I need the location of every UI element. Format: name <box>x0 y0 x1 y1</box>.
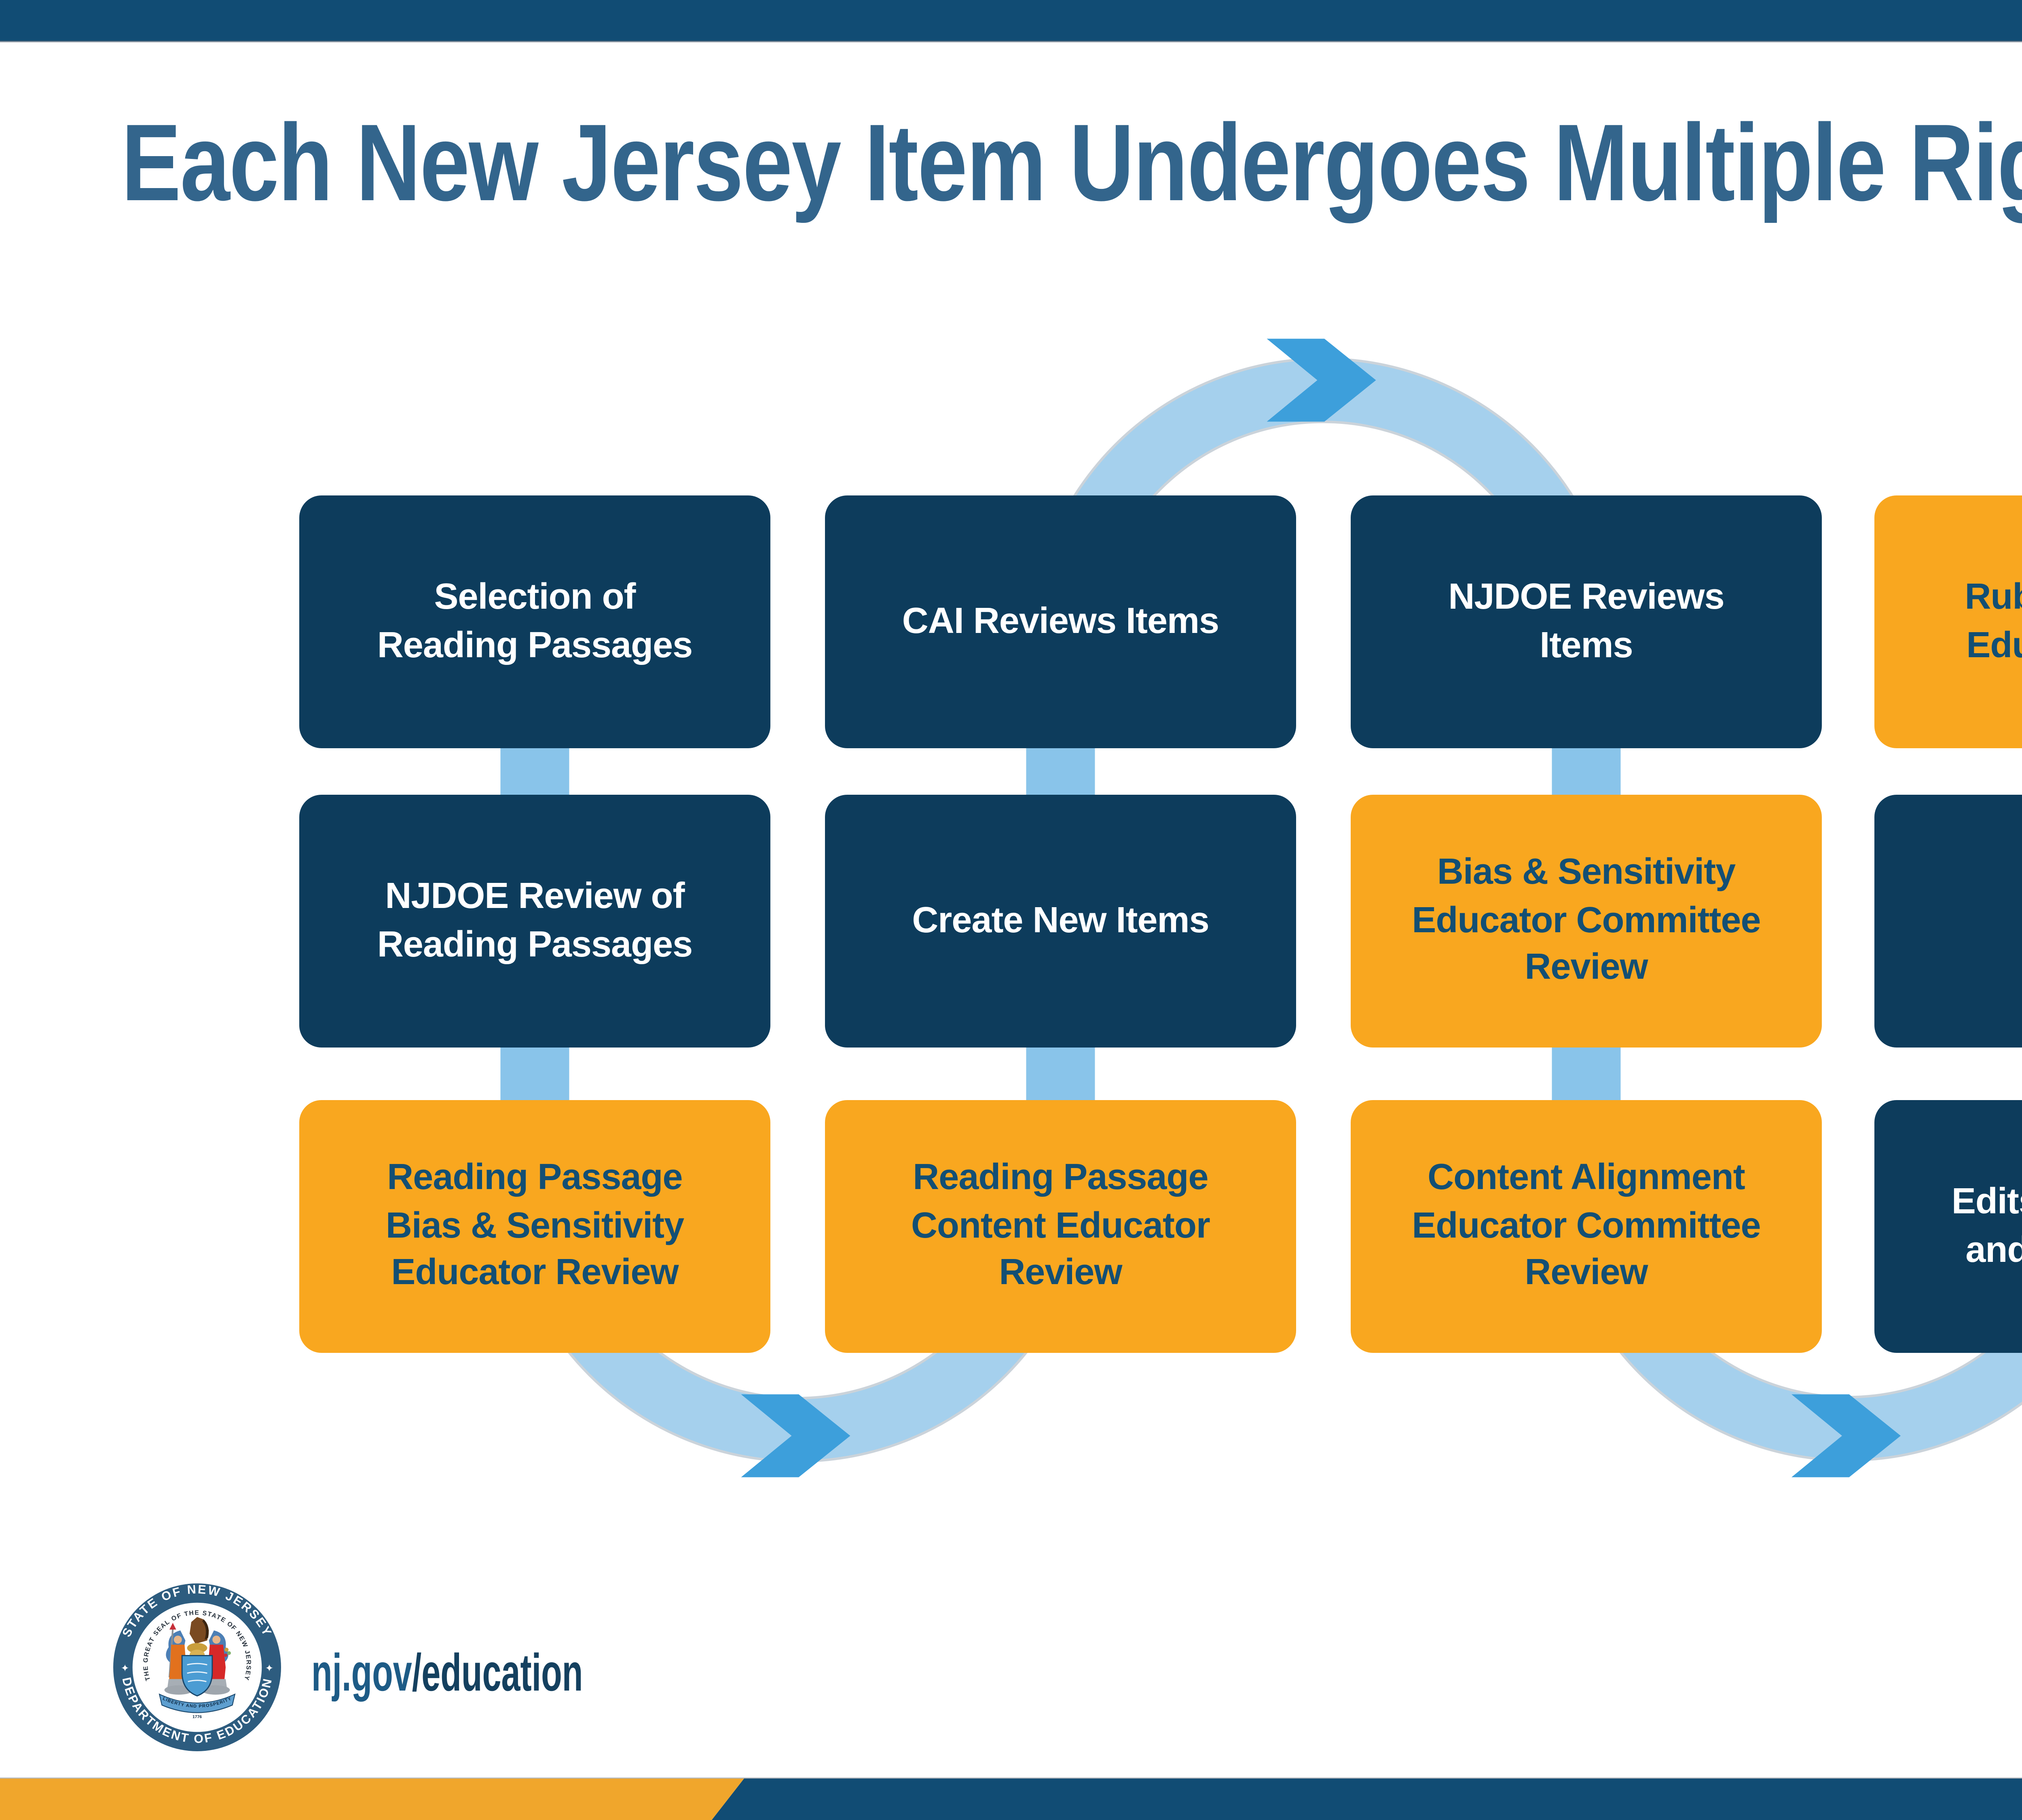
top-bar-navy-segment <box>0 0 2022 42</box>
flow-box-content-alignment-educator-committee-review: Content Alignment Educator Committee Rev… <box>1351 1100 1822 1353</box>
right-chevron-icon <box>1267 339 1376 422</box>
seal-plow-marks <box>187 1663 207 1682</box>
footer-site-url: nj.gov/education <box>311 1642 583 1703</box>
seal-shield-icon <box>181 1655 213 1697</box>
seal-liberty-cap-icon <box>169 1623 176 1630</box>
flow-connector <box>500 1045 569 1110</box>
seal-ceres-head <box>212 1636 221 1644</box>
flow-connector <box>500 740 569 805</box>
seal-star-icon: ✦ <box>265 1663 274 1674</box>
bottom-bar-navy-segment <box>712 1778 2022 1820</box>
njdoe-seal-logo: STATE OF NEW JERSEY DEPARTMENT OF EDUCAT… <box>113 1583 281 1751</box>
top-bar-hairline <box>0 40 2022 42</box>
seal-banner-year: 1776 <box>192 1715 202 1719</box>
flow-box-selection-of-reading-passages: Selection of Reading Passages <box>299 495 770 748</box>
flow-box-reading-passage-content-educator-review: Reading Passage Content Educator Review <box>825 1100 1296 1353</box>
seal-banner-ribbon <box>159 1693 236 1713</box>
page-title: Each New Jersey Item Undergoes Multiple … <box>121 103 2022 224</box>
flow-connector <box>1552 1045 1621 1110</box>
seal-liberty-head <box>173 1636 182 1644</box>
bottom-bar-amber-segment <box>0 1778 744 1820</box>
seal-coat-of-arms: LIBERTY AND PROSPERITY 1776 <box>159 1617 236 1719</box>
seal-star-icon: ✦ <box>121 1663 129 1674</box>
seal-cornucopia-icon <box>224 1647 231 1657</box>
flow-connector <box>1026 740 1095 805</box>
flow-box-edits-implemented-and-final-review: Edits Implemented and Final Review <box>1874 1100 2022 1353</box>
seal-torse-icon <box>187 1643 207 1653</box>
bottom-accent-bar <box>0 1778 2022 1820</box>
flow-arrows <box>741 339 1901 1477</box>
flow-box-njdoe-reviews-items: NJDOE Reviews Items <box>1351 495 1822 748</box>
flow-connectors <box>500 740 1621 1110</box>
flow-box-field-test: Field Test <box>1874 795 2022 1048</box>
footer-url-prefix: nj.gov <box>311 1642 412 1703</box>
top-accent-bar <box>0 0 2022 42</box>
flow-connector <box>1026 1045 1095 1110</box>
flow-box-njdoe-review-of-reading-passages: NJDOE Review of Reading Passages <box>299 795 770 1048</box>
footer-url-suffix: /education <box>412 1642 583 1703</box>
flow-box-bias-sensitivity-educator-committee-review: Bias & Sensitivity Educator Committee Re… <box>1351 795 1822 1048</box>
flow-box-create-new-items: Create New Items <box>825 795 1296 1048</box>
right-chevron-icon <box>741 1394 850 1477</box>
flow-connector <box>1552 740 1621 805</box>
flow-box-cai-reviews-items: CAI Reviews Items <box>825 495 1296 748</box>
right-chevron-icon <box>1791 1394 1901 1477</box>
seal-horse-mane-icon <box>202 1619 209 1640</box>
flow-box-reading-passage-bias-sensitivity-educator-review: Reading Passage Bias & Sensitivity Educa… <box>299 1100 770 1353</box>
flow-box-rubric-validation-educator-review: Rubric Validation Educator Review <box>1874 495 2022 748</box>
